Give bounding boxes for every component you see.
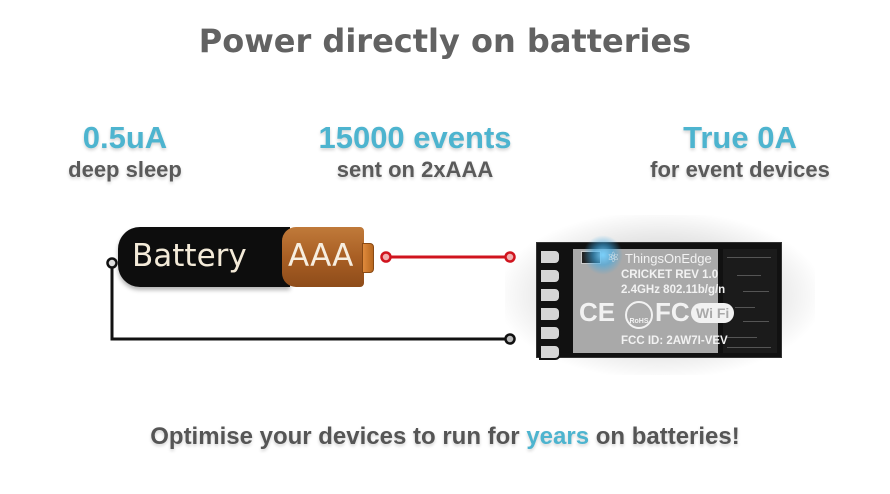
battery-cap [282, 227, 364, 287]
battery-label: Battery [132, 238, 247, 274]
negative-wire [110, 263, 510, 341]
pin [539, 344, 561, 360]
stat-value: True 0A [683, 120, 797, 155]
footer-highlight: years [526, 423, 590, 450]
wifi-logo-icon: Wi Fi [691, 303, 735, 323]
brand-logo-icon: ⚛ [607, 249, 620, 265]
stat-zero-current: True 0A for event devices [630, 120, 850, 184]
stat-label: sent on 2xAAA [336, 157, 494, 182]
footer-text-after: on batteries! [589, 423, 740, 450]
pin [539, 268, 561, 284]
stat-value: 15000 events [318, 120, 512, 155]
pin [539, 306, 561, 322]
negative-terminal-module [504, 333, 516, 345]
battery-body [118, 227, 290, 287]
positive-terminal-module [504, 251, 516, 263]
footer-tagline: Optimise your devices to run for years o… [0, 423, 890, 451]
positive-terminal-battery [380, 251, 392, 263]
stat-label: deep sleep [68, 157, 182, 182]
negative-terminal-battery [106, 257, 118, 269]
module-model: CRICKET REV 1.0 [621, 269, 719, 281]
status-led-icon [583, 235, 623, 275]
module-brand: ThingsOnEdge [625, 251, 712, 266]
cricket-module: ⚛ ThingsOnEdge CRICKET REV 1.0 2.4GHz 80… [536, 235, 782, 360]
fcc-mark-icon: FC [655, 297, 690, 327]
stat-deep-sleep: 0.5uA deep sleep [40, 120, 210, 184]
ce-mark-icon: CE [579, 297, 616, 327]
aaa-battery: Battery AAA [118, 227, 376, 287]
stat-events: 15000 events sent on 2xAAA [300, 120, 530, 184]
module-fcc-id: FCC ID: 2AW7I-VEV [621, 335, 728, 347]
pin [539, 287, 561, 303]
battery-type: AAA [288, 238, 354, 274]
battery-positive-tip [362, 243, 374, 273]
rohs-icon: RoHS [625, 301, 653, 329]
module-pins [539, 249, 561, 363]
pcb-antenna [723, 249, 777, 353]
footer-text-before: Optimise your devices to run for [150, 423, 527, 450]
module-spec: 2.4GHz 802.11b/g/n [621, 284, 726, 296]
stat-value: 0.5uA [82, 120, 168, 155]
pin [539, 325, 561, 341]
page-title: Power directly on batteries [198, 22, 692, 60]
stat-label: for event devices [650, 157, 830, 182]
pin [539, 249, 561, 265]
